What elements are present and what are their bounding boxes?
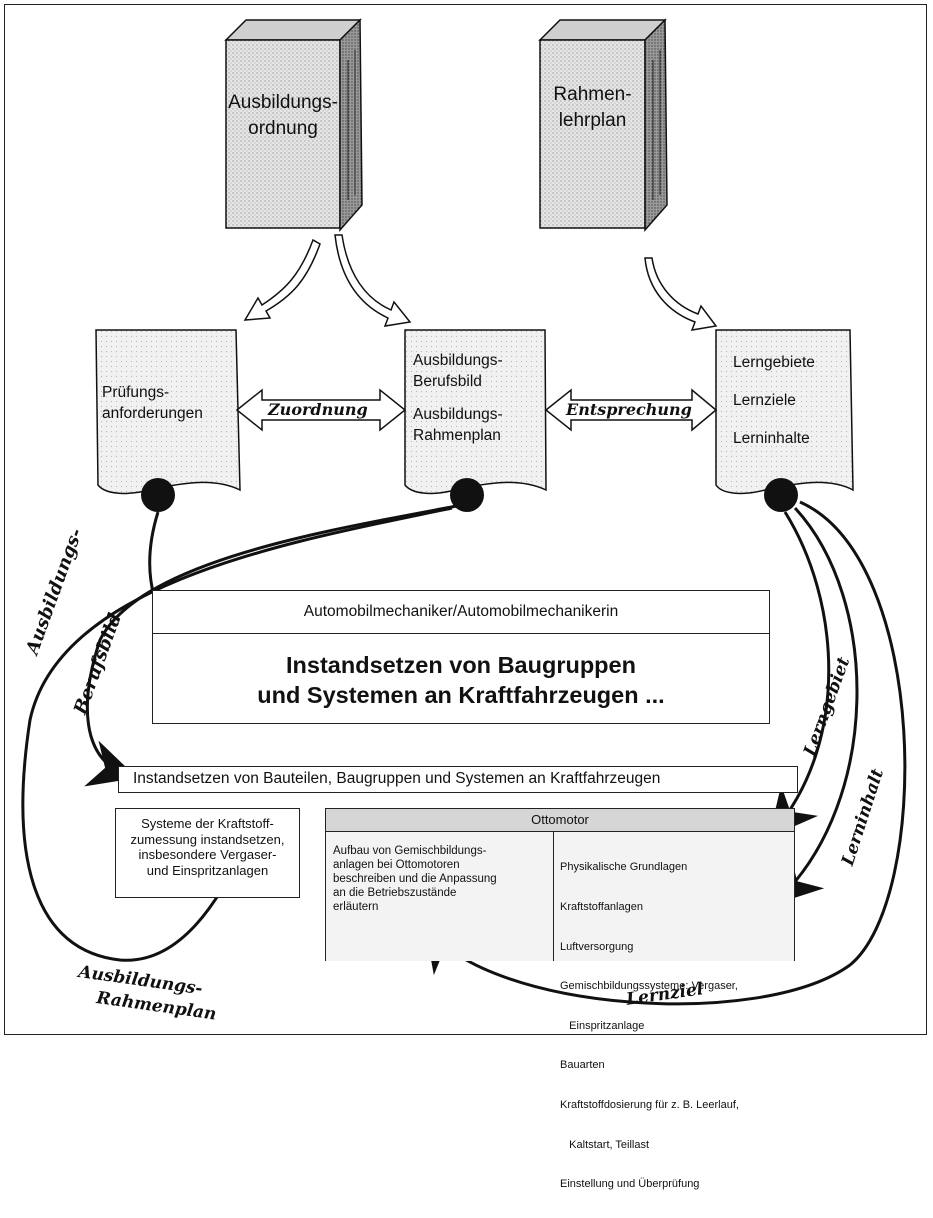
otto-box-header: Ottomotor [326,809,794,832]
main-box-header: Automobilmechaniker/Automobilmechanikeri… [153,591,769,634]
page-pruefung-text: Prüfungs- anforderungen [102,384,203,422]
subtitle-bar: Instandsetzen von Bauteilen, Baugruppen … [118,766,798,793]
otto-box-left: Aufbau von Gemischbildungs- anlagen bei … [326,832,554,961]
book-label-rahmenlehrplan: Rahmen- lehrplan [553,84,632,131]
otto-box: Ottomotor Aufbau von Gemischbildungs- an… [325,808,795,1190]
main-box-title: Instandsetzen von Baugruppen und Systeme… [257,652,665,708]
diagram-canvas [21,18,907,1006]
page-ausbildung-text: Ausbildungs- Berufsbild Ausbildungs- Rah… [413,352,503,444]
main-box: Automobilmechaniker/Automobilmechanikeri… [152,590,770,724]
hollow-arrows [243,234,718,331]
book-label-ausbildungsordnung: Ausbildungs- ordnung [228,92,338,139]
book-ausbildungsordnung [224,18,363,232]
small-box: Systeme der Kraftstoff- zumessung instan… [115,808,300,898]
page-lern-text: Lerngebiete Lernziele Lerninhalte [733,354,815,447]
connector-dots [141,478,798,512]
label-entsprechung: Entsprechung [566,400,692,419]
book-rahmenlehrplan [538,18,668,232]
double-arrows [235,388,718,432]
otto-box-right: Physikalische Grundlagen Kraftstoffanlag… [554,832,794,1190]
outer-frame [4,4,927,1035]
label-zuordnung: Zuordnung [268,400,368,419]
